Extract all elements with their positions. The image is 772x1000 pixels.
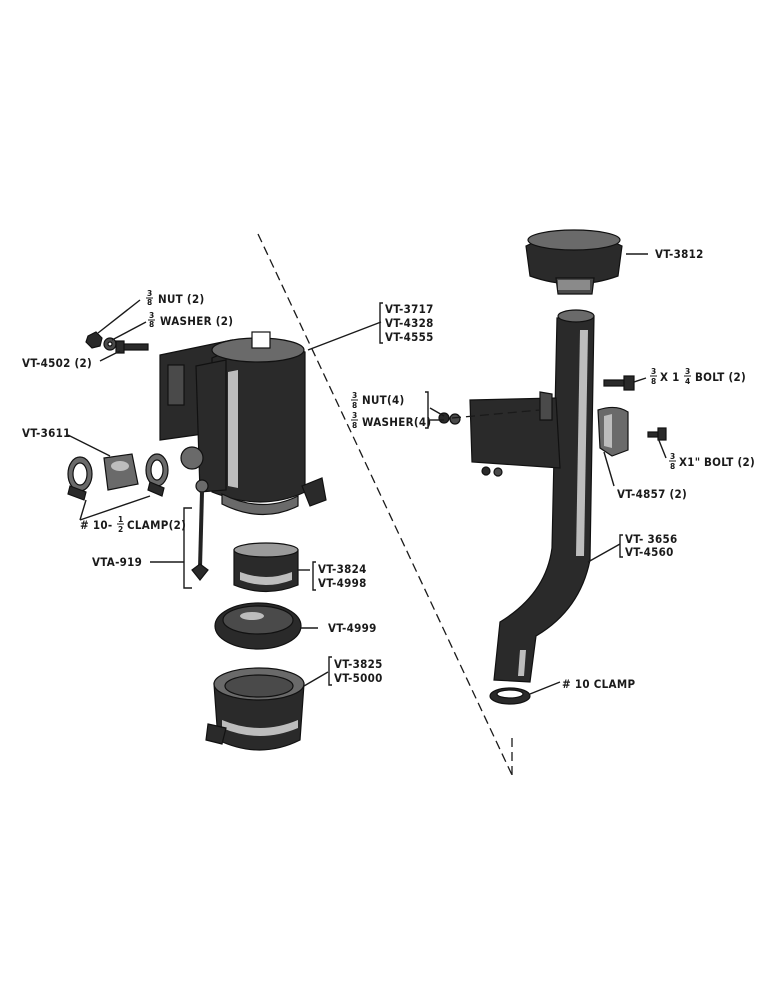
frac-nut-den: 8 — [147, 298, 152, 307]
frac-nut4-num: 3 — [352, 391, 357, 400]
label-vt4998: VT-4998 — [318, 576, 367, 590]
label-boltlong-mid: X 1 — [660, 370, 680, 384]
bracket-vt3825 — [328, 656, 332, 686]
oilcup-vt3825 — [205, 667, 305, 751]
frac-boltshort-den: 8 — [670, 462, 675, 471]
frac-washer4-num: 3 — [352, 411, 357, 420]
small-hardware-leaders — [97, 299, 147, 362]
frac-washer4-den: 8 — [352, 421, 357, 430]
frac-boltlong-den: 8 — [651, 377, 656, 386]
frac-boltshort-num: 3 — [670, 452, 675, 461]
bracket-vt3656 — [619, 534, 623, 558]
label-clamp10: # 10 CLAMP — [562, 677, 635, 691]
divider-lines — [257, 233, 513, 776]
label-washer4: WASHER(4) — [362, 415, 431, 429]
strap-vt4857 — [597, 406, 629, 457]
label-vt5000: VT-5000 — [334, 671, 383, 685]
clamp-10 — [489, 687, 531, 705]
frac-nut4-den: 8 — [352, 401, 357, 410]
label-vt3825: VT-3825 — [334, 657, 383, 671]
bracket-plate — [438, 391, 561, 477]
label-nut-small: NUT (2) — [158, 292, 204, 306]
label-boltshort-mid: X1" — [679, 455, 700, 469]
label-washer-small: WASHER (2) — [160, 314, 233, 328]
label-clamp-10half: # 10- — [80, 518, 112, 532]
label-vta919: VTA-919 — [92, 555, 142, 569]
label-vt4555: VT-4555 — [385, 330, 434, 344]
frac-washer-num: 3 — [149, 311, 154, 320]
left-leaders — [298, 321, 382, 687]
frac-washer-den: 8 — [149, 320, 154, 329]
label-vt3611: VT-3611 — [22, 426, 71, 440]
small-hardware — [85, 331, 149, 354]
ring-vt4999 — [214, 602, 302, 650]
bracket-nut4 — [425, 391, 429, 429]
right-leaders — [429, 377, 667, 695]
label-nut4: NUT(4) — [362, 393, 405, 407]
frac-boltlong2-den: 4 — [685, 377, 690, 386]
frac-boltlong2-num: 3 — [685, 367, 690, 376]
label-boltshort-tail: BOLT (2) — [704, 455, 755, 469]
label-vt4857: VT-4857 (2) — [617, 487, 687, 501]
bolts-right — [603, 375, 667, 441]
bracket-vt3717 — [379, 302, 383, 344]
label-vt4560: VT-4560 — [625, 545, 674, 559]
bracket-vt3824 — [312, 561, 316, 591]
air-cleaner-body — [159, 331, 327, 516]
label-vt3824: VT-3824 — [318, 562, 367, 576]
label-vt4999: VT-4999 — [328, 621, 377, 635]
pipe-vt3656 — [493, 309, 595, 683]
label-vt3717: VT-3717 — [385, 302, 434, 316]
label-vt3656: VT- 3656 — [625, 532, 677, 546]
label-vt4328: VT-4328 — [385, 316, 434, 330]
hose-leaders — [67, 434, 151, 521]
label-boltlong-tail: BOLT (2) — [695, 370, 746, 384]
cup-vt3824 — [233, 542, 299, 593]
label-vt4502: VT-4502 (2) — [22, 356, 92, 370]
frac-clamp-den: 2 — [118, 525, 123, 534]
frac-clamp-num: 1 — [118, 515, 123, 524]
frac-boltlong-num: 3 — [651, 367, 656, 376]
label-clamp-10half-tail: CLAMP(2) — [127, 518, 186, 532]
hose-vt3611 — [67, 453, 169, 501]
label-vt3812: VT-3812 — [655, 247, 704, 261]
rod-vta919 — [183, 479, 209, 589]
cap-vt3812 — [525, 229, 648, 295]
frac-nut-num: 3 — [147, 289, 152, 298]
